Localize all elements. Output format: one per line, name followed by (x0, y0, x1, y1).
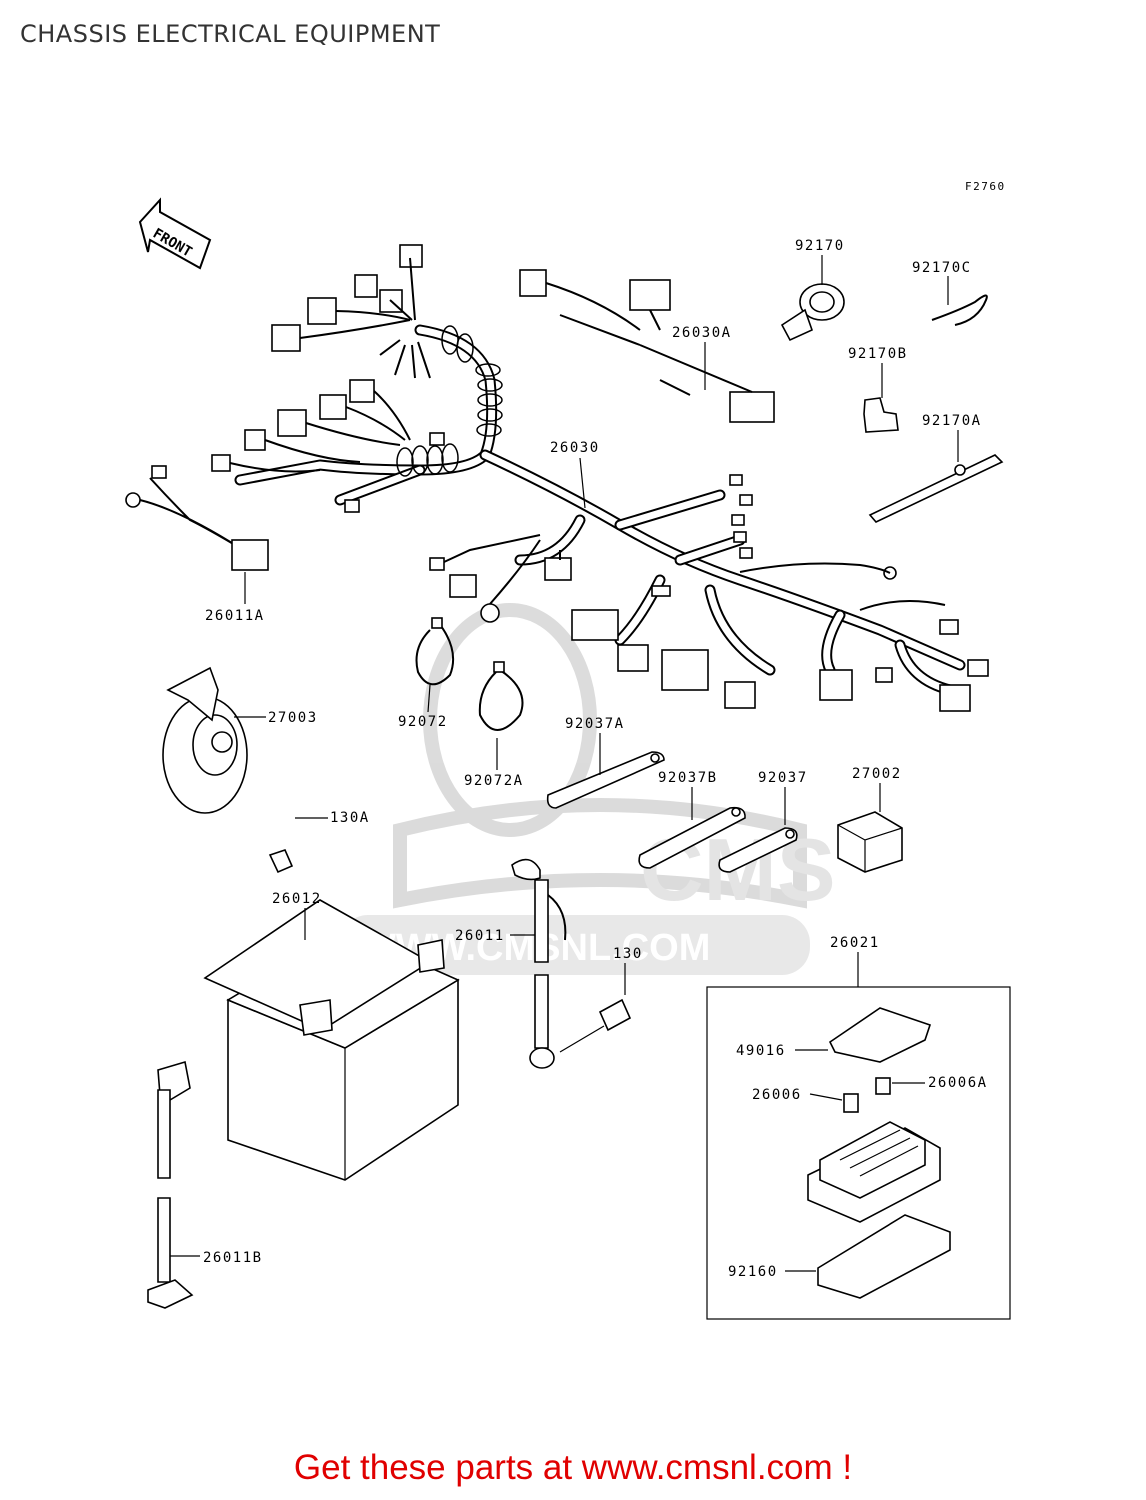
part-92037 (718, 827, 798, 873)
watermark-cms: CMS (640, 820, 836, 919)
label-26021: 26021 (830, 935, 880, 951)
label-92170A: 92170A (922, 413, 982, 429)
part-49016 (828, 1007, 932, 1063)
part-26011B (147, 1060, 194, 1309)
part-26006 (843, 1093, 859, 1113)
part-fuse-block (807, 1121, 941, 1223)
page-title: CHASSIS ELECTRICAL EQUIPMENT (20, 20, 441, 48)
part-27002 (837, 811, 903, 873)
label-92037: 92037 (758, 770, 808, 786)
label-26011: 26011 (455, 928, 505, 944)
label-49016: 49016 (736, 1043, 786, 1059)
label-92170C: 92170C (912, 260, 972, 276)
label-27002: 27002 (852, 766, 902, 782)
figure-code: F2760 (965, 180, 1006, 193)
label-26012: 26012 (272, 891, 322, 907)
label-92170: 92170 (795, 238, 845, 254)
part-26006A (875, 1077, 891, 1095)
part-130-bolt (598, 998, 632, 1032)
part-92072A (478, 661, 524, 731)
label-130: 130 (613, 946, 643, 962)
main-harness-drawing (211, 244, 989, 712)
part-92072 (415, 617, 454, 686)
label-26006A: 26006A (928, 1075, 988, 1091)
label-26006: 26006 (752, 1087, 802, 1103)
label-130A: 130A (330, 810, 370, 826)
part-92170C (931, 294, 988, 326)
part-26011A (125, 465, 269, 571)
part-92037A (546, 751, 665, 809)
label-26030: 26030 (550, 440, 600, 456)
label-92037A: 92037A (565, 716, 625, 732)
cta-link[interactable]: Get these parts at www.cmsnl.com ! (293, 1448, 853, 1487)
part-92170A (868, 454, 1004, 523)
part-27003-horn (162, 666, 294, 874)
part-26012-battery (203, 899, 460, 1181)
part-92160 (817, 1214, 951, 1299)
label-26011B: 26011B (203, 1250, 263, 1266)
label-92170B: 92170B (848, 346, 908, 362)
part-26011 (511, 858, 567, 1069)
part-92170B (863, 397, 899, 433)
label-92037B: 92037B (658, 770, 718, 786)
label-92072: 92072 (398, 714, 448, 730)
part-92170 (780, 283, 845, 342)
label-27003: 27003 (268, 710, 318, 726)
label-26011A: 26011A (205, 608, 265, 624)
part-92037B (638, 806, 746, 869)
label-26030A: 26030A (672, 325, 732, 341)
label-92160: 92160 (728, 1264, 778, 1280)
front-arrow-icon: FRONT (138, 197, 212, 270)
label-92072A: 92072A (464, 773, 524, 789)
